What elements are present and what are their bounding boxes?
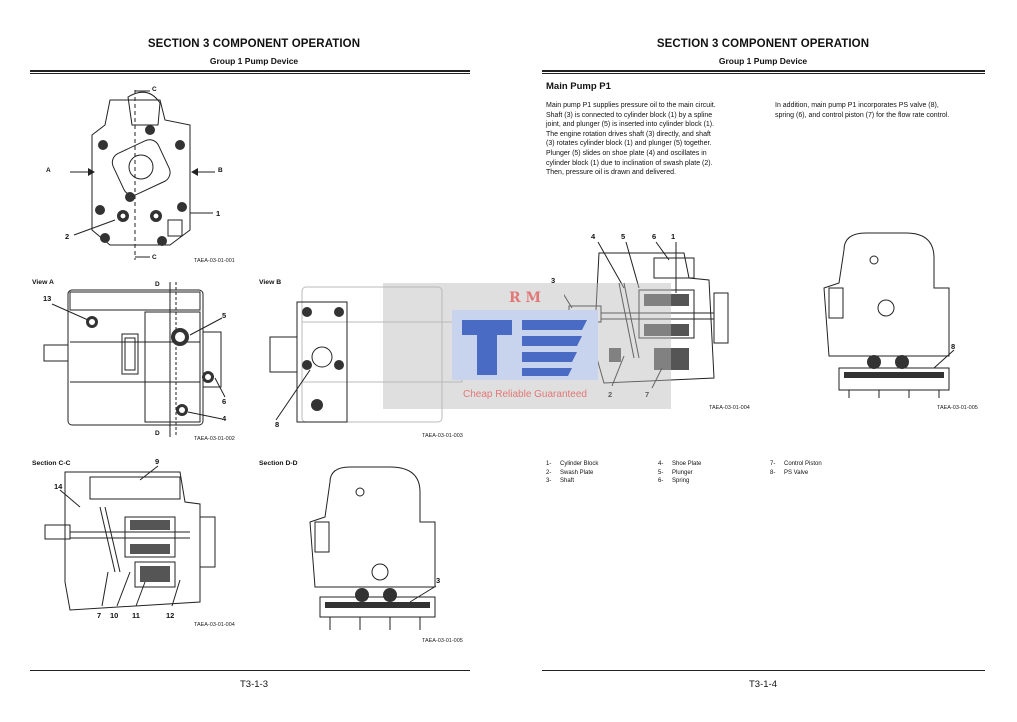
section-cc-drawing <box>44 465 216 611</box>
legend-item: 4-Shoe Plate <box>658 461 702 467</box>
callout-2: 2 <box>65 232 70 241</box>
figure-id: TAEA-03-01-003 <box>422 433 463 439</box>
callout-12: 12 <box>166 611 175 620</box>
view-a-drawing <box>43 282 226 437</box>
label-d-top: D <box>155 281 160 288</box>
label-a: A <box>46 167 51 174</box>
legend-item: 5-Plunger <box>658 469 693 476</box>
footer-rule <box>30 670 470 671</box>
figure-id: TAEA-03-01-002 <box>194 436 235 442</box>
description-paragraph-1: Main pump P1 supplies pressure oil to th… <box>546 102 716 177</box>
label-b: B <box>218 167 223 174</box>
pump-front-drawing <box>70 90 215 260</box>
pump-rear-drawing <box>823 232 955 398</box>
label-d-bottom: D <box>155 430 160 437</box>
callout-13: 13 <box>43 294 52 303</box>
legend-item: 8-PS Valve <box>770 469 809 476</box>
section-dd-title: Section D-D <box>259 460 298 467</box>
callout-2: 2 <box>608 390 613 399</box>
group-title: Group 1 Pump Device <box>209 56 299 66</box>
watermark-brand: R M <box>509 290 542 306</box>
header-rule-thin <box>542 73 985 74</box>
legend-item: 6-Spring <box>658 478 690 484</box>
callout-4: 4 <box>591 232 596 241</box>
callout-4: 4 <box>222 414 227 423</box>
legend-item: 1-Cylinder Block <box>546 461 599 467</box>
view-b-drawing <box>269 286 463 423</box>
footer-rule <box>542 670 985 671</box>
header-rule <box>542 70 985 72</box>
legend-item: 7-Control Piston <box>770 461 822 467</box>
callout-8: 8 <box>951 342 956 351</box>
view-b-title: View B <box>259 279 282 286</box>
figure-id: TAEA-03-01-005 <box>422 638 463 644</box>
watermark-logo: R M Cheap Reliable Guaranteed <box>452 290 598 400</box>
callout-1: 1 <box>216 209 221 218</box>
figure-id: TAEA-03-01-004 <box>709 405 750 411</box>
section-dd-drawing <box>309 466 437 630</box>
description-paragraph-2: In addition, main pump P1 incorporates P… <box>775 102 950 119</box>
group-title: Group 1 Pump Device <box>718 56 808 66</box>
callout-6: 6 <box>652 232 657 241</box>
header-rule <box>30 70 470 72</box>
callout-8: 8 <box>275 420 280 429</box>
callout-5: 5 <box>222 311 227 320</box>
legend-col-2: 4-Shoe Plate 5-Plunger 6-Spring <box>658 460 701 486</box>
figure-id: TAEA-03-01-005 <box>937 405 978 411</box>
wrench-logo-icon <box>452 310 598 380</box>
watermark-tagline: Cheap Reliable Guaranteed <box>463 389 587 400</box>
page-number: T3-1-4 <box>749 679 777 690</box>
subheading: Main Pump P1 <box>546 81 611 92</box>
callout-7: 7 <box>97 611 102 620</box>
header-rule-thin <box>30 73 470 74</box>
callout-3: 3 <box>551 276 556 285</box>
callout-11: 11 <box>132 611 140 620</box>
left-page: SECTION 3 COMPONENT OPERATION Group 1 Pu… <box>0 0 508 722</box>
page-number: T3-1-3 <box>240 679 268 690</box>
legend-col-1: 1-Cylinder Block 2-Swash Plate 3-Shaft <box>546 460 598 486</box>
legend-item: 2-Swash Plate <box>546 469 594 476</box>
figure-id: TAEA-03-01-001 <box>194 258 235 264</box>
callout-6: 6 <box>222 397 227 406</box>
legend-item: 3-Shaft <box>546 478 575 484</box>
callout-10: 10 <box>110 611 119 620</box>
figure-id: TAEA-03-01-004 <box>194 622 235 628</box>
callout-3: 3 <box>436 576 441 585</box>
callout-1: 1 <box>671 232 676 241</box>
legend-col-3: 7-Control Piston 8-PS Valve <box>770 460 822 477</box>
callout-14: 14 <box>54 482 63 491</box>
watermark: R M Cheap Reliable Guaranteed <box>383 283 671 409</box>
section-cc-title: Section C-C <box>32 460 71 467</box>
label-c-bottom: C <box>152 254 157 261</box>
label-c-top: C <box>152 86 157 93</box>
callout-5: 5 <box>621 232 626 241</box>
section-title: SECTION 3 COMPONENT OPERATION <box>656 38 870 50</box>
callout-7: 7 <box>645 390 650 399</box>
section-title: SECTION 3 COMPONENT OPERATION <box>147 38 361 50</box>
callout-9: 9 <box>155 457 160 466</box>
view-a-title: View A <box>32 279 54 286</box>
